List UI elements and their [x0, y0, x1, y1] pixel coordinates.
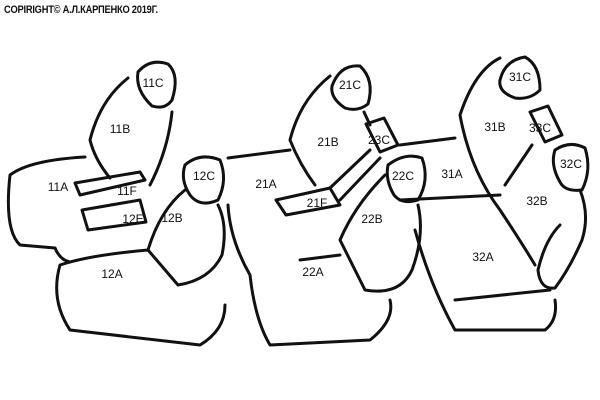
cushion-22A: [226, 203, 393, 347]
cushion-11A: [6, 155, 87, 264]
headrest-12C: [181, 155, 225, 205]
label-11A: 11A: [48, 180, 68, 194]
headrest-32C: [551, 143, 590, 192]
copyright-text: COPIRIGHT© А.Л.КАРПЕНКО 2019Г.: [4, 4, 158, 16]
label-32A: 32A: [472, 250, 493, 264]
armrest-12E: [80, 198, 148, 232]
headrest-11C: [136, 60, 177, 109]
label-21B: 21B: [317, 135, 338, 149]
label-21F: 21F: [307, 196, 328, 210]
label-31C: 31C: [509, 70, 531, 84]
label-31A: 31A: [441, 167, 462, 181]
label-23C: 23C: [368, 133, 390, 147]
cushion-31A-32A: [398, 193, 557, 332]
label-21C: 21C: [339, 78, 361, 92]
label-11B: 11B: [110, 122, 130, 136]
backrest-11B: [88, 76, 174, 187]
cushion-12A: [55, 248, 227, 347]
label-32C: 32C: [560, 157, 582, 171]
backrest-21B: [288, 74, 372, 187]
backrest-31B: [458, 56, 537, 267]
armrest-11F: [73, 170, 147, 197]
label-33C: 33C: [529, 121, 551, 135]
part-labels: 11C 11B 11A 11F 12E 12C 12B 12A 21C 21B …: [48, 70, 583, 281]
headrest-31C: [498, 55, 542, 100]
armrest-21F: [274, 186, 342, 217]
label-22A: 22A: [302, 265, 323, 279]
label-12B: 12B: [161, 211, 182, 225]
backrest-22B: [338, 173, 422, 293]
seat-outlines: [6, 55, 590, 347]
label-22B: 22B: [361, 212, 382, 226]
headrest-33C: [528, 104, 564, 144]
label-32B: 32B: [526, 194, 547, 208]
label-12C: 12C: [193, 169, 215, 183]
label-11C: 11C: [142, 76, 163, 90]
label-22C: 22C: [392, 169, 414, 183]
backrest-12B: [146, 188, 226, 287]
label-21A: 21A: [255, 177, 276, 191]
headrest-21C: [330, 64, 372, 111]
label-12A: 12A: [101, 267, 122, 281]
backrest-32B: [536, 188, 587, 290]
label-11F: 11F: [117, 184, 137, 198]
label-31B: 31B: [484, 120, 505, 134]
label-12E: 12E: [122, 212, 143, 226]
headrest-23C: [364, 116, 400, 154]
